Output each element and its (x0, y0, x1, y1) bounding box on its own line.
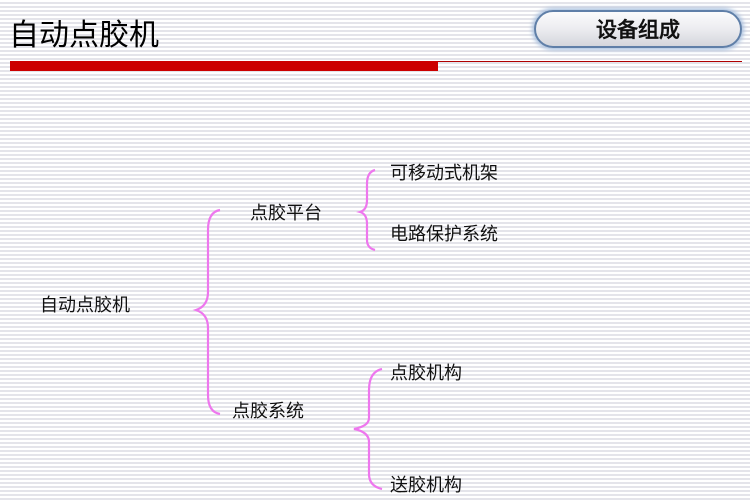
leaf-label-circuit-protection: 电路保护系统 (390, 224, 498, 245)
system-brace-icon (353, 367, 383, 491)
page-title: 自动点胶机 (9, 18, 159, 53)
title-underline-bar (10, 61, 438, 71)
root-label: 自动点胶机 (40, 295, 130, 316)
branch-label-system: 点胶系统 (232, 401, 304, 422)
platform-brace-icon (356, 168, 376, 252)
title-underline-line (438, 61, 742, 62)
root-brace-icon (192, 208, 221, 416)
section-button-equipment-composition[interactable]: 设备组成 (534, 10, 742, 48)
leaf-label-movable-frame: 可移动式机架 (390, 163, 498, 184)
leaf-label-dispensing-mechanism: 点胶机构 (390, 363, 462, 384)
leaf-label-glue-feed-mechanism: 送胶机构 (390, 475, 462, 496)
branch-label-platform: 点胶平台 (250, 203, 322, 224)
